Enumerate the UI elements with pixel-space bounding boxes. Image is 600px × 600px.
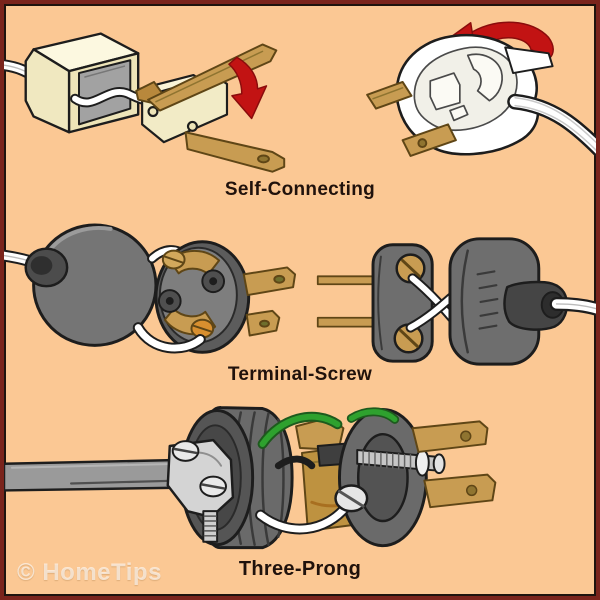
brass-prongs: [366, 80, 457, 157]
plug-core: [371, 243, 434, 363]
self-connecting-lever-figure: [4, 32, 286, 173]
terminal-screw-flat-figure: [316, 237, 596, 366]
white-neutral-wire: [255, 499, 353, 535]
plug-body-cream-box: [24, 32, 140, 134]
plug-interior: [413, 46, 518, 131]
wire-bottom-loop: [132, 322, 206, 354]
plug-types-illustration: [4, 21, 596, 550]
cord-channel-tab: [504, 46, 554, 75]
brass-prongs: [411, 420, 497, 509]
cable-left: [4, 458, 193, 492]
red-down-arrow-icon: [228, 56, 268, 120]
brass-lever: [135, 43, 278, 112]
caption-terminal-screw: Terminal-Screw: [227, 364, 373, 385]
caption-self-connecting: Self-Connecting: [224, 179, 376, 200]
metal-cable-clamp: [166, 438, 235, 543]
caption-three-prong: Three-Prong: [238, 558, 362, 580]
brass-prongs: [242, 266, 297, 337]
hometips-watermark: © HomeTips: [17, 559, 162, 586]
plug-body: [448, 237, 569, 366]
three-prong-figure: [4, 406, 497, 550]
brass-blade: [184, 131, 286, 173]
cord-right: [507, 93, 596, 157]
rubber-dome-shell: [24, 223, 158, 347]
cord-right: [549, 297, 596, 316]
black-wire: [274, 455, 316, 470]
threaded-rod: [356, 448, 446, 477]
green-wire-stub: [346, 407, 400, 424]
terminal-screw-round-figure: [4, 223, 297, 354]
self-connecting-plug-figure: [366, 21, 596, 157]
thin-prongs: [316, 275, 382, 328]
green-ground-wire: [257, 411, 343, 449]
silver-terminal-screw: [334, 484, 369, 513]
plug-face-plate: [154, 240, 251, 354]
